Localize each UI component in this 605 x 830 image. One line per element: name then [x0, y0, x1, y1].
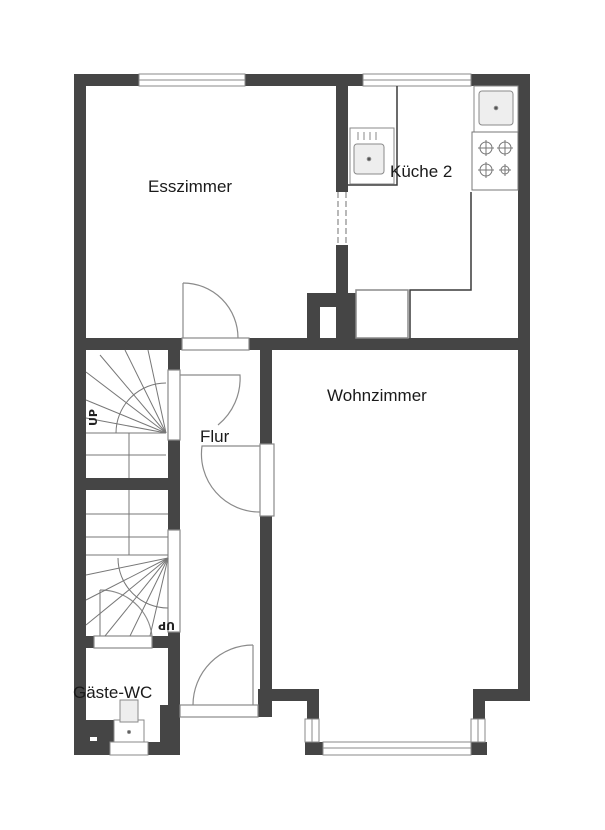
room-label-gaeste-wc: Gäste-WC	[73, 683, 153, 702]
staircase-upper	[85, 349, 167, 478]
kitchen-counters	[348, 86, 472, 339]
room-label-wohnzimmer: Wohnzimmer	[327, 386, 427, 405]
windows	[138, 73, 486, 756]
sink-icon	[349, 127, 395, 185]
stair-up-label-upper: UP	[87, 409, 100, 426]
stove-icon	[471, 131, 519, 191]
sink-icon	[473, 85, 519, 133]
toilet-icon	[109, 699, 149, 756]
room-label-flur: Flur	[200, 427, 230, 446]
doors	[93, 192, 347, 718]
stair-up-label-lower: UP	[158, 619, 175, 632]
room-label-kueche: Küche 2	[390, 162, 453, 181]
staircase-lower	[85, 490, 169, 637]
walls	[74, 74, 530, 755]
room-label-esszimmer: Esszimmer	[148, 177, 233, 196]
